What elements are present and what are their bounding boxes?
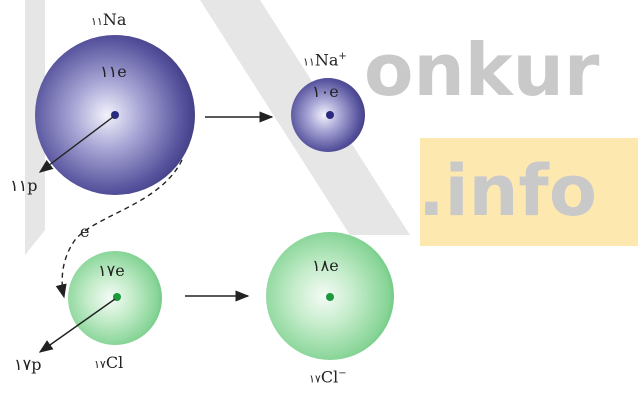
watermark-text-top: onkur (364, 28, 600, 112)
sodium-electrons: ۱۱e (100, 62, 127, 81)
sodium-proton-arrow (38, 116, 114, 173)
chloride-ion-nucleus (326, 293, 334, 301)
sodium-ion-symbol: Na (314, 50, 339, 70)
chlorine-proton-arrow (38, 298, 116, 353)
chlorine-symbol: Cl (105, 353, 124, 372)
sodium-ion-prefix: ۱۱ (303, 55, 315, 69)
chlorine-protons: ۱۷p (14, 355, 42, 374)
chloride-ion-symbol: Cl (320, 367, 339, 387)
watermark-bar-left (25, 0, 45, 255)
electron-transfer-arrow (55, 159, 183, 299)
chloride-ion-symbol-label: ۱۷Cl− (309, 369, 347, 385)
chloride-ion-electrons: ۱۸e (312, 256, 339, 275)
chloride-ion-charge: − (338, 368, 347, 379)
sodium-symbol-label: ۱۱Na (91, 12, 126, 28)
watermark-orange-band (420, 138, 638, 246)
chlorine-symbol-label: ۱۷Cl (94, 355, 123, 371)
sodium-prefix: ۱۱ (91, 15, 103, 28)
sodium-ion-symbol-label: ۱۱Na+ (303, 52, 347, 68)
chloride-ion-prefix: ۱۷ (309, 372, 321, 386)
sodium-ion-nucleus (326, 111, 334, 119)
sodium-ion-charge: + (338, 51, 347, 62)
sodium-protons: ۱۱p (10, 176, 38, 195)
sodium-ion-electrons: ۱۰e (312, 82, 339, 101)
sodium-symbol: Na (102, 10, 127, 29)
chlorine-electrons: ۱۷e (98, 261, 125, 280)
watermark-text-bottom: .info (418, 150, 597, 232)
electron-transfer-label: e (80, 222, 90, 241)
chlorine-prefix: ۱۷ (94, 358, 106, 371)
